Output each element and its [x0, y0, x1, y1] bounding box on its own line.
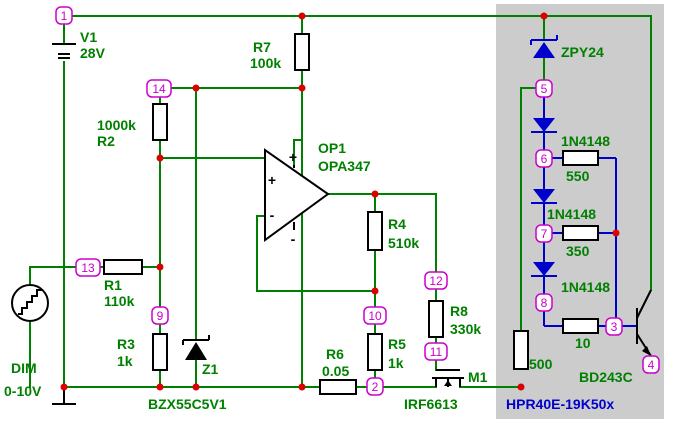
op1-name-label: OP1 — [318, 140, 346, 156]
r6-value-label: 0.05 — [322, 363, 349, 379]
zener-z1 — [182, 335, 210, 360]
opamp-op1: + - + - — [264, 148, 330, 247]
junction-dots — [60, 12, 620, 391]
resistor-10 — [562, 318, 599, 334]
opamp-plus-sign: + — [268, 172, 276, 188]
node-5: 5 — [541, 82, 548, 96]
r2-name-label: R2 — [97, 133, 115, 149]
node-10: 10 — [368, 309, 382, 323]
resistor-r7 — [294, 33, 310, 71]
r7-value-label: 100k — [250, 55, 281, 71]
m1-part-label: IRF6613 — [404, 396, 458, 412]
resistor-r6 — [319, 379, 357, 395]
node-3: 3 — [611, 320, 618, 334]
node-7: 7 — [541, 227, 548, 241]
r4-value-label: 510k — [388, 235, 419, 251]
r1-name-label: R1 — [104, 277, 122, 293]
node-14: 14 — [152, 82, 166, 96]
resistor-r3 — [152, 333, 168, 371]
resistor-r1 — [103, 259, 143, 275]
opamp-vplus-sign: + — [289, 149, 297, 165]
r8-value-label: 330k — [450, 321, 481, 337]
dim-source — [11, 284, 49, 322]
diode1-label: 1N4148 — [561, 133, 610, 149]
node-8: 8 — [541, 296, 548, 310]
r5-name-label: R5 — [388, 336, 406, 352]
r3-value-label: 1k — [117, 353, 133, 369]
diode2-label: 1N4148 — [547, 206, 596, 222]
bd243c-label: BD243C — [579, 369, 633, 385]
z1-name-label: Z1 — [202, 361, 219, 377]
v1-battery — [52, 43, 76, 59]
z1-part-label: BZX55C5V1 — [148, 396, 227, 412]
diode-2 — [531, 189, 557, 204]
r8-name-label: R8 — [450, 303, 468, 319]
v1-value-label: 28V — [80, 45, 106, 61]
module-part-label: HPR40E-19K50x — [506, 396, 614, 412]
diode-1 — [531, 118, 557, 133]
r1-value-label: 110k — [104, 293, 135, 309]
dim-range-label: 0-10V — [4, 383, 42, 399]
r4-name-label: R4 — [388, 216, 406, 232]
resistor-550 — [562, 150, 599, 166]
resistor-r4 — [367, 211, 383, 251]
r10-label: 10 — [575, 335, 591, 351]
m1-name-label: M1 — [468, 369, 488, 385]
zpy24-label: ZPY24 — [561, 44, 604, 60]
opamp-vminus-sign: - — [291, 231, 296, 247]
node-12: 12 — [429, 274, 443, 288]
node-markers: 1 2 3 4 5 6 7 8 9 10 11 12 13 14 — [55, 6, 660, 396]
node-2: 2 — [372, 380, 379, 394]
node-13: 13 — [81, 261, 95, 275]
r6-name-label: R6 — [326, 346, 344, 362]
resistor-r5 — [367, 333, 383, 371]
zener-zpy24 — [530, 35, 558, 58]
mosfet-m1 — [432, 369, 464, 387]
node-1: 1 — [61, 9, 68, 23]
transistor-bd243c — [636, 289, 652, 365]
opamp-minus-sign: - — [270, 207, 275, 223]
dim-name-label: DIM — [11, 360, 37, 376]
diode-3 — [531, 262, 557, 277]
resistor-350 — [562, 225, 599, 241]
resistor-r2 — [152, 103, 168, 141]
node-4: 4 — [648, 358, 655, 372]
node-11: 11 — [430, 345, 443, 359]
r7-name-label: R7 — [253, 39, 271, 55]
node-6: 6 — [541, 152, 548, 166]
r3-name-label: R3 — [117, 336, 135, 352]
resistor-r8 — [428, 300, 444, 338]
node-9: 9 — [157, 309, 164, 323]
r550-label: 550 — [566, 168, 590, 184]
v1-name-label: V1 — [80, 29, 97, 45]
diode3-label: 1N4148 — [561, 279, 610, 295]
r500-label: 500 — [529, 356, 553, 372]
op1-part-label: OPA347 — [318, 158, 371, 174]
r350-label: 350 — [566, 243, 590, 259]
r2-value-label: 1000k — [97, 117, 136, 133]
r5-value-label: 1k — [388, 355, 404, 371]
resistor-500 — [513, 330, 529, 370]
